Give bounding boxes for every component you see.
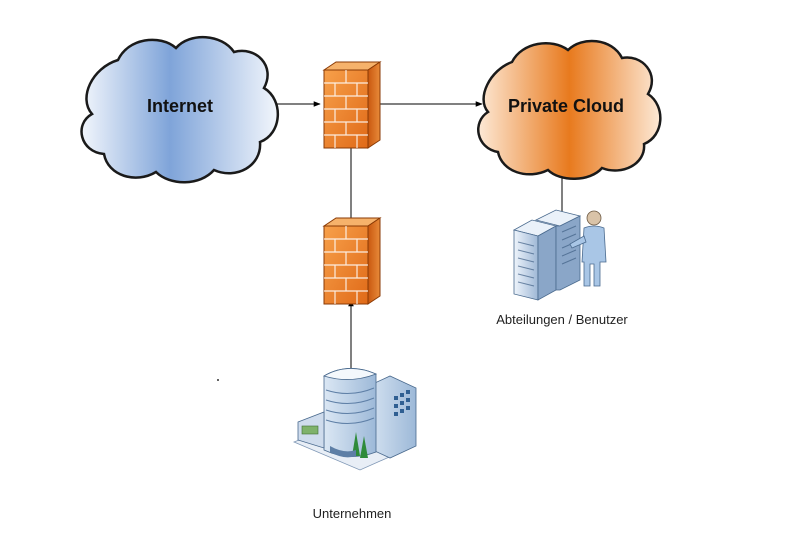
internet-cloud-icon (80, 35, 280, 184)
firewall-top (322, 61, 382, 149)
internet-cloud: Internet (80, 35, 280, 184)
private-cloud-label: Private Cloud (508, 96, 624, 116)
connectors (272, 101, 565, 370)
company-node: Unternehmen (292, 368, 417, 521)
stray-dot (217, 379, 219, 381)
users-node: Abteilungen / Benutzer (496, 209, 628, 327)
office-building-icon (292, 368, 417, 471)
users-label: Abteilungen / Benutzer (496, 312, 628, 327)
internet-label: Internet (147, 96, 213, 116)
server-rack-with-person-icon (512, 209, 607, 301)
firewall-icon (322, 61, 382, 149)
private-cloud: Private Cloud (477, 39, 662, 180)
firewall-bottom (322, 217, 382, 305)
private-cloud-icon (477, 39, 662, 180)
firewall-icon (322, 217, 382, 305)
company-label: Unternehmen (313, 506, 392, 521)
